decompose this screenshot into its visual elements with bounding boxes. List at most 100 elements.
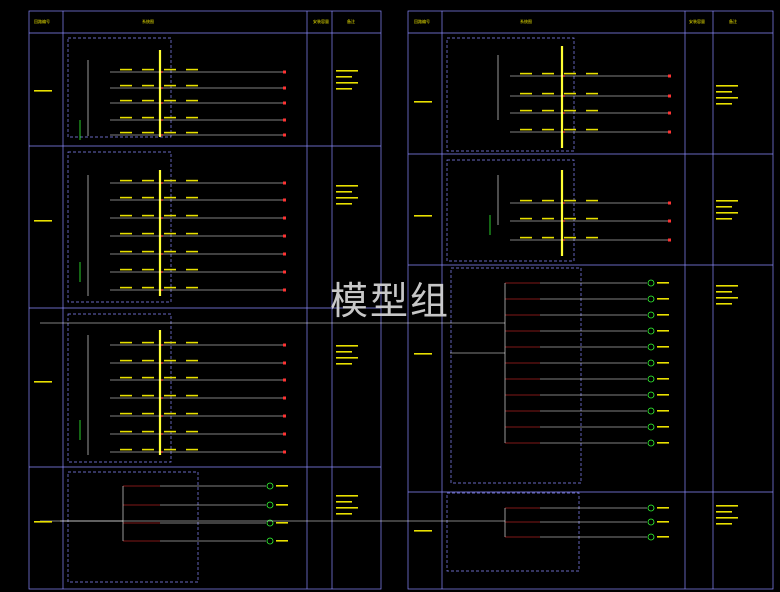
panel-dashed-box — [446, 492, 580, 572]
label-stub — [186, 232, 198, 235]
label-stub — [520, 217, 532, 220]
label-stub — [657, 426, 669, 428]
label-stub — [120, 179, 132, 182]
label-stub — [186, 99, 198, 102]
circuit-breaker-icon — [161, 415, 163, 417]
circuit-breaker-icon — [161, 87, 163, 89]
label-stub — [186, 359, 198, 362]
circuit-breaker-icon — [161, 102, 163, 104]
label-stub — [520, 128, 532, 131]
label-stub — [186, 376, 198, 379]
load-marker — [668, 219, 671, 223]
label-stub — [164, 214, 176, 217]
left-header-col3: 安装容量 — [313, 19, 329, 24]
label-stub — [586, 109, 598, 112]
circuit-number-stub — [414, 215, 432, 217]
pump-symbol-icon — [647, 439, 655, 447]
circuit-lines — [40, 46, 671, 545]
load-marker — [283, 432, 286, 436]
remark-stub — [336, 76, 352, 78]
label-stub — [120, 68, 132, 71]
load-marker — [283, 234, 286, 238]
pump-symbol-icon — [647, 375, 655, 383]
label-stub — [564, 92, 576, 95]
label-stub — [142, 250, 154, 253]
label-stub — [142, 196, 154, 199]
label-stub — [164, 68, 176, 71]
load-marker — [283, 181, 286, 185]
circuit-number-stub — [414, 530, 432, 532]
label-stub — [276, 485, 288, 487]
label-stub — [142, 232, 154, 235]
label-stub — [120, 268, 132, 271]
panel-dashed-box — [450, 267, 582, 484]
circuit-breaker-icon — [161, 134, 163, 136]
label-stub — [186, 179, 198, 182]
label-stub — [120, 376, 132, 379]
load-marker — [283, 396, 286, 400]
label-stub — [520, 109, 532, 112]
label-stub — [657, 442, 669, 444]
right-header-col4: 备注 — [729, 19, 737, 24]
label-stub — [542, 236, 554, 239]
label-stub — [564, 199, 576, 202]
remark-stub — [336, 495, 358, 497]
label-stub — [657, 362, 669, 364]
label-stub — [586, 128, 598, 131]
left-header-col4: 备注 — [347, 19, 355, 24]
remark-stub — [336, 203, 352, 205]
label-stub — [120, 116, 132, 119]
label-stub — [120, 131, 132, 134]
remark-stub — [336, 507, 358, 509]
pump-symbol-icon — [647, 518, 655, 526]
remark-stub — [336, 191, 352, 193]
pump-symbol-icon — [647, 343, 655, 351]
label-stub — [120, 84, 132, 87]
label-stub — [120, 250, 132, 253]
pump-symbol-icon — [647, 504, 655, 512]
label-stub — [186, 196, 198, 199]
circuit-breaker-icon — [563, 112, 565, 114]
sheet-border — [28, 10, 382, 590]
remark-stub — [336, 345, 358, 347]
circuit-breaker-icon — [161, 289, 163, 291]
label-stub — [564, 236, 576, 239]
label-stub — [164, 376, 176, 379]
label-stub — [186, 68, 198, 71]
label-stub — [542, 92, 554, 95]
label-stub — [186, 268, 198, 271]
label-stub — [657, 298, 669, 300]
label-stub — [542, 109, 554, 112]
label-stub — [120, 196, 132, 199]
label-stub — [142, 99, 154, 102]
pump-symbol-icon — [647, 327, 655, 335]
load-marker — [283, 118, 286, 122]
label-stub — [164, 448, 176, 451]
tiny-labels — [34, 68, 738, 542]
label-stub — [186, 214, 198, 217]
label-stub — [586, 92, 598, 95]
label-stub — [164, 430, 176, 433]
load-marker — [283, 343, 286, 347]
label-stub — [186, 84, 198, 87]
watermark-text: 模型组 — [330, 279, 451, 323]
label-stub — [164, 359, 176, 362]
remark-stub — [716, 218, 732, 220]
label-stub — [164, 412, 176, 415]
label-stub — [142, 448, 154, 451]
remark-stub — [716, 97, 738, 99]
label-stub — [586, 217, 598, 220]
circuit-breaker-icon — [563, 131, 565, 133]
label-stub — [186, 412, 198, 415]
pump-symbol-icon — [647, 359, 655, 367]
load-marker — [668, 74, 671, 78]
circuit-breaker-icon — [563, 95, 565, 97]
remark-stub — [336, 88, 352, 90]
label-stub — [164, 268, 176, 271]
pump-symbol-icon — [266, 482, 274, 490]
pump-symbol-icon — [647, 279, 655, 287]
label-stub — [120, 448, 132, 451]
label-stub — [586, 236, 598, 239]
remark-stub — [336, 70, 358, 72]
panel-dashed-box — [446, 159, 575, 262]
